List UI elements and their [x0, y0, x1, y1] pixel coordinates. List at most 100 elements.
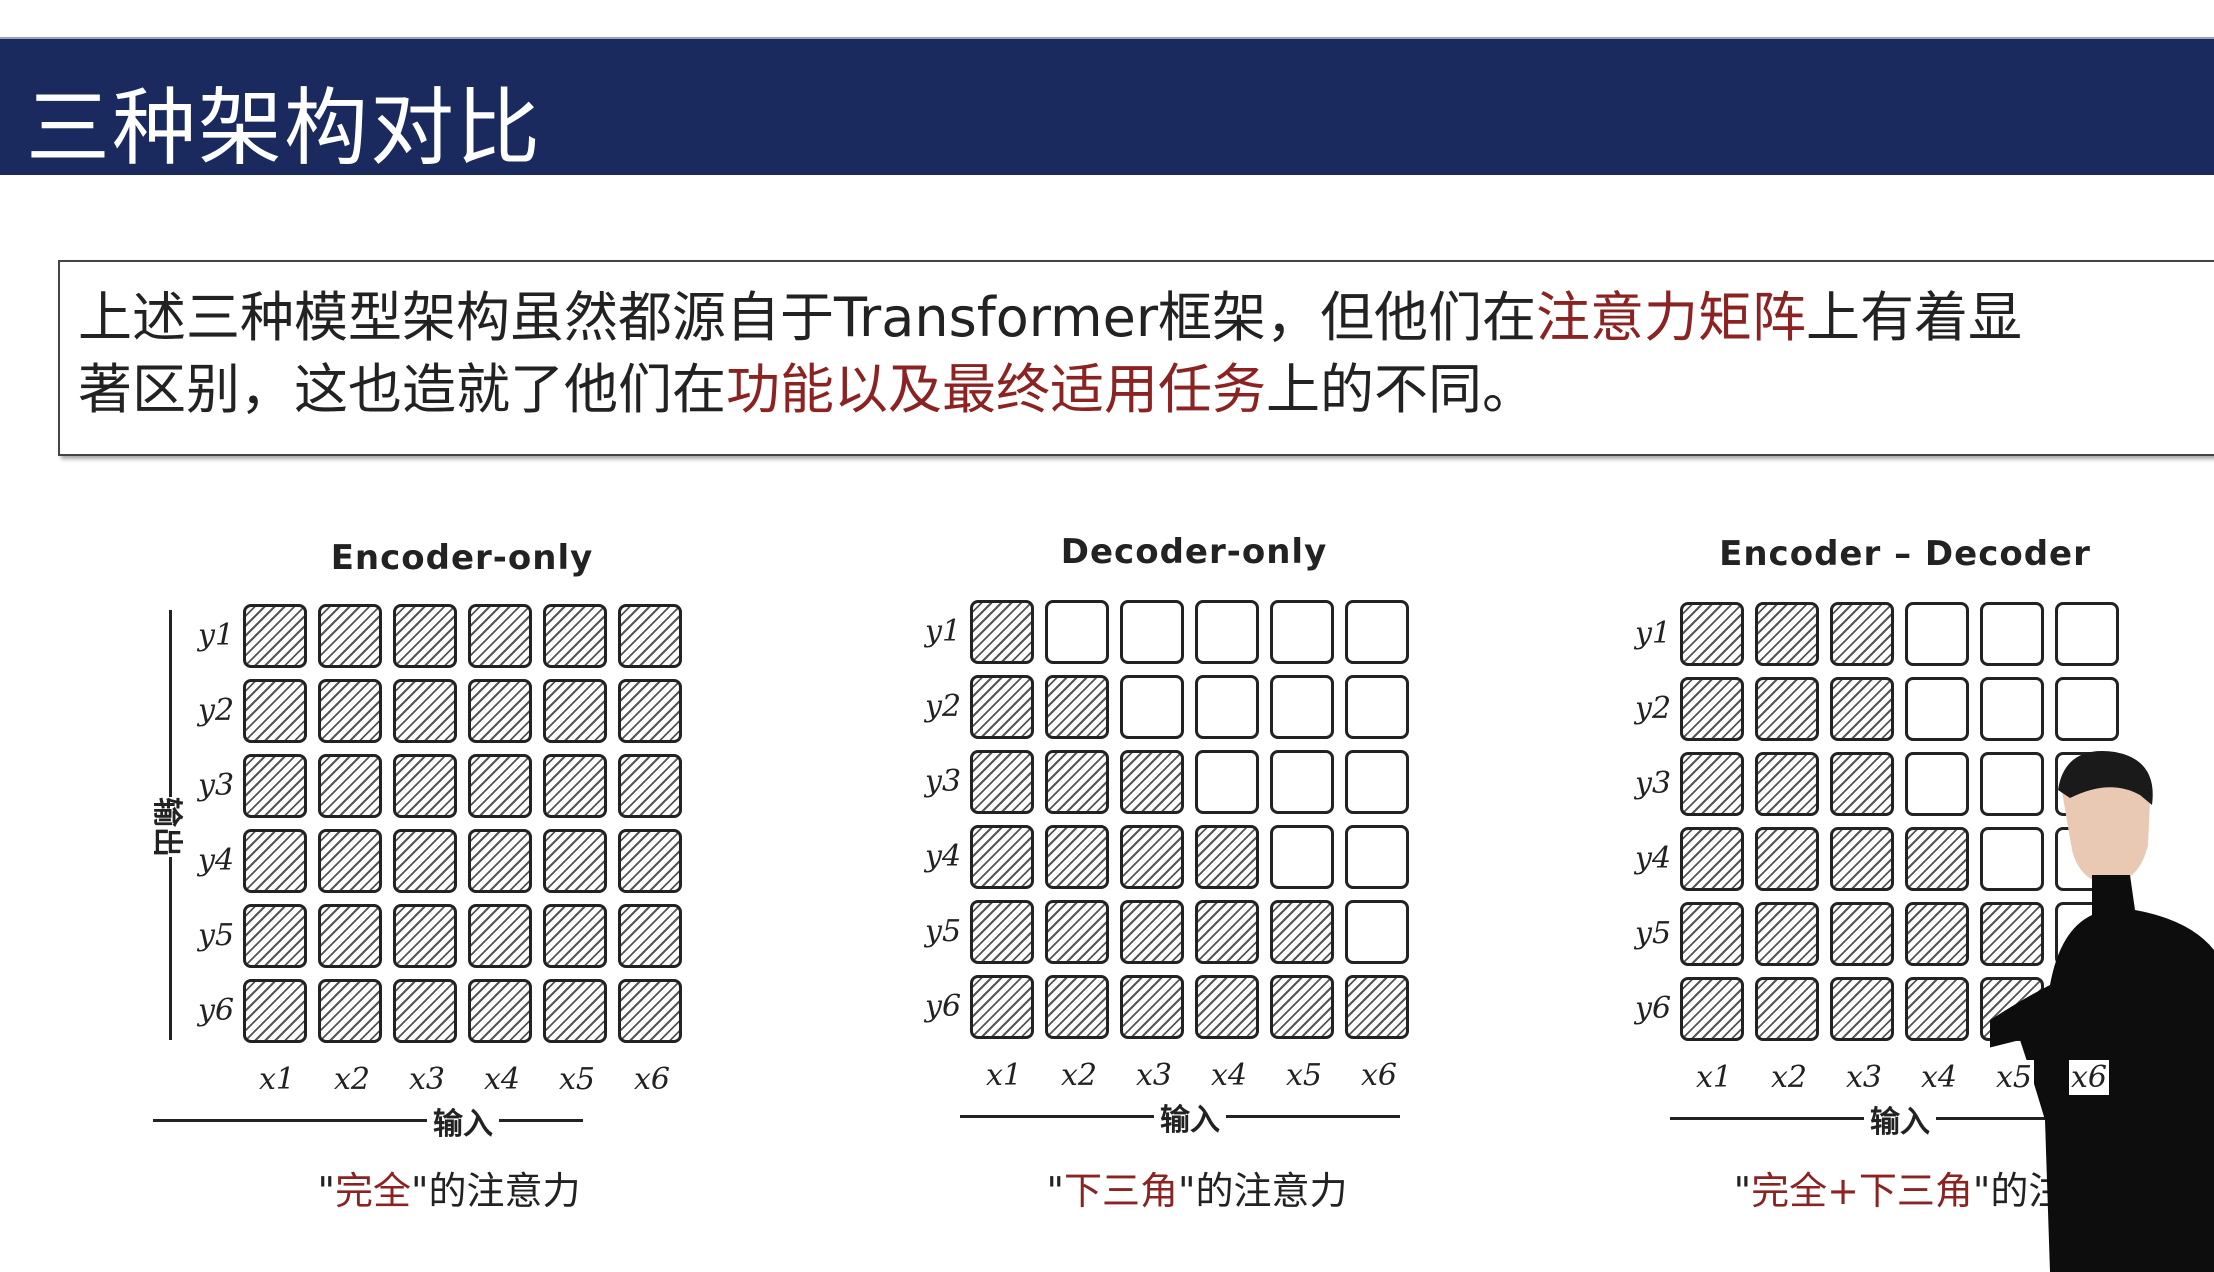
attention-cell-active [468, 679, 532, 743]
attention-cell-active [970, 900, 1034, 964]
row-label: y4 [925, 839, 962, 874]
attention-cell-active [1195, 900, 1259, 964]
row-label: y6 [1635, 991, 1672, 1026]
caption-part: " [411, 1169, 429, 1213]
attention-cell-masked [1120, 600, 1184, 664]
attention-cell-active [1120, 825, 1184, 889]
col-label: x3 [407, 1062, 448, 1097]
attention-cell-active [1830, 752, 1894, 816]
attention-cell-active [243, 754, 307, 818]
attention-cell-masked [1905, 752, 1969, 816]
caption-part: " [1046, 1169, 1064, 1213]
input-axis-label: 输入 [1864, 1097, 1936, 1141]
col-label: x1 [257, 1062, 298, 1097]
attention-cell-active [1755, 602, 1819, 666]
attention-cell-active [1120, 900, 1184, 964]
attention-cell-active [543, 604, 607, 668]
row-label: y2 [198, 693, 235, 728]
attention-cell-active [468, 604, 532, 668]
row-label: y5 [1635, 916, 1672, 951]
col-label: x5 [1284, 1058, 1325, 1093]
desc-text: 上的不同。 [1266, 358, 1536, 421]
col-label: x4 [1209, 1058, 1250, 1093]
attention-cell-active [1905, 827, 1969, 891]
attention-cell-active [970, 675, 1034, 739]
attention-cell-active [1045, 825, 1109, 889]
caption-part: " [1178, 1169, 1196, 1213]
attention-cell-active [1755, 977, 1819, 1041]
attention-cell-masked [1905, 602, 1969, 666]
attention-cell-active [318, 979, 382, 1043]
attention-cell-active [318, 679, 382, 743]
attention-cell-active [618, 754, 682, 818]
attention-cell-masked [1980, 752, 2044, 816]
row-label: y1 [1635, 616, 1672, 651]
attention-cell-active [543, 979, 607, 1043]
row-label: y1 [198, 618, 235, 653]
attention-cell-active [1755, 752, 1819, 816]
caption-part: " [317, 1169, 335, 1213]
panel-title: Encoder-only [330, 538, 594, 578]
panel-caption: "完全"的注意力 [318, 1160, 581, 1215]
panel-title: Decoder-only [1060, 532, 1328, 572]
col-label: x2 [1769, 1060, 1810, 1095]
row-label: y3 [198, 768, 235, 803]
attention-cell-active [1830, 827, 1894, 891]
attention-cell-active [468, 904, 532, 968]
attention-cell-active [243, 904, 307, 968]
col-label: x5 [1994, 1060, 2035, 1095]
attention-cell-active [393, 904, 457, 968]
row-label: y4 [1635, 841, 1672, 876]
attention-cell-active [543, 829, 607, 893]
attention-cell-masked [2055, 677, 2119, 741]
attention-cell-active [543, 754, 607, 818]
attention-cell-masked [1345, 900, 1409, 964]
col-label: x3 [1844, 1060, 1885, 1095]
attention-cell-active [318, 904, 382, 968]
caption-part: 的注意力 [428, 1169, 581, 1213]
slide-title: 三种架构对比 [26, 79, 543, 177]
attention-cell-masked [1345, 750, 1409, 814]
attention-cell-active [1680, 752, 1744, 816]
row-label: y5 [925, 914, 962, 949]
attention-cell-masked [1345, 825, 1409, 889]
attention-cell-active [1830, 977, 1894, 1041]
col-label: x1 [1694, 1060, 1735, 1095]
presenter-person-icon [1990, 751, 2214, 1272]
attention-cell-masked [2055, 602, 2119, 666]
row-label: y6 [925, 989, 962, 1024]
attention-cell-active [1680, 827, 1744, 891]
attention-cell-active [1830, 677, 1894, 741]
attention-cell-active [1755, 677, 1819, 741]
col-label: x1 [984, 1058, 1025, 1093]
attention-cell-active [1680, 902, 1744, 966]
row-label: y2 [925, 689, 962, 724]
attention-cell-masked [1120, 675, 1184, 739]
attention-cell-active [1195, 825, 1259, 889]
attention-cell-active [1830, 902, 1894, 966]
attention-cell-active [1270, 975, 1334, 1039]
desc-text: 上述三种模型架构虽然都源自于Transformer框架，但他们在 [78, 286, 1537, 349]
col-label: x5 [557, 1062, 598, 1097]
attention-cell-masked [1270, 825, 1334, 889]
attention-cell-masked [1195, 750, 1259, 814]
desc-text: 上有着显 [1806, 286, 2023, 349]
row-label: y3 [1635, 766, 1672, 801]
attention-cell-active [1120, 975, 1184, 1039]
attention-cell-active [1120, 750, 1184, 814]
attention-cell-masked [1905, 677, 1969, 741]
col-label: x4 [482, 1062, 523, 1097]
attention-cell-active [1045, 900, 1109, 964]
attention-cell-active [1755, 902, 1819, 966]
attention-cell-active [543, 679, 607, 743]
attention-cell-active [468, 829, 532, 893]
row-label: y4 [198, 843, 235, 878]
attention-cell-masked [1980, 677, 2044, 741]
desc-text: 著区别，这也造就了他们在 [78, 358, 726, 421]
attention-cell-active [1980, 902, 2044, 966]
col-label: x6 [1359, 1058, 1400, 1093]
col-label: x6 [2069, 1060, 2110, 1095]
panel-title: Encoder – Decoder [1719, 534, 2091, 574]
attention-cell-active [318, 754, 382, 818]
attention-cell-active [1905, 977, 1969, 1041]
